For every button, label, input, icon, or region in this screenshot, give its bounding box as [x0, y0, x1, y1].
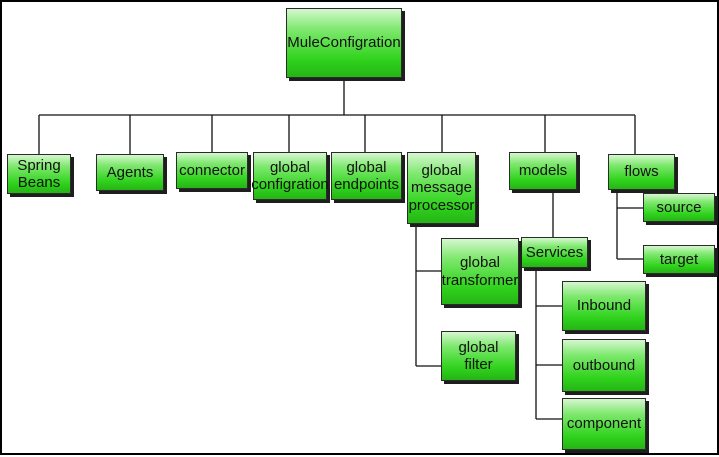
node-target: target — [643, 245, 715, 274]
node-outbound: outbound — [562, 339, 646, 392]
node-agents: Agents — [96, 154, 164, 191]
node-models: models — [509, 152, 577, 190]
node-global-message-processor: global message processor — [407, 152, 476, 224]
node-inbound: Inbound — [562, 281, 646, 331]
node-global-endpoints: global endpoints — [331, 152, 402, 200]
node-global-filter: global filter — [441, 331, 516, 381]
node-global-transformer: global transformer — [441, 238, 519, 305]
node-component: component — [562, 398, 646, 450]
node-mule-configration: MuleConfigration — [286, 8, 402, 78]
node-services: Services — [521, 237, 588, 268]
node-flows: flows — [608, 154, 675, 190]
node-connector: connector — [176, 152, 248, 189]
node-spring-beans: Spring Beans — [7, 154, 71, 194]
node-source: source — [643, 193, 715, 222]
node-global-configration: global configration — [251, 152, 329, 200]
